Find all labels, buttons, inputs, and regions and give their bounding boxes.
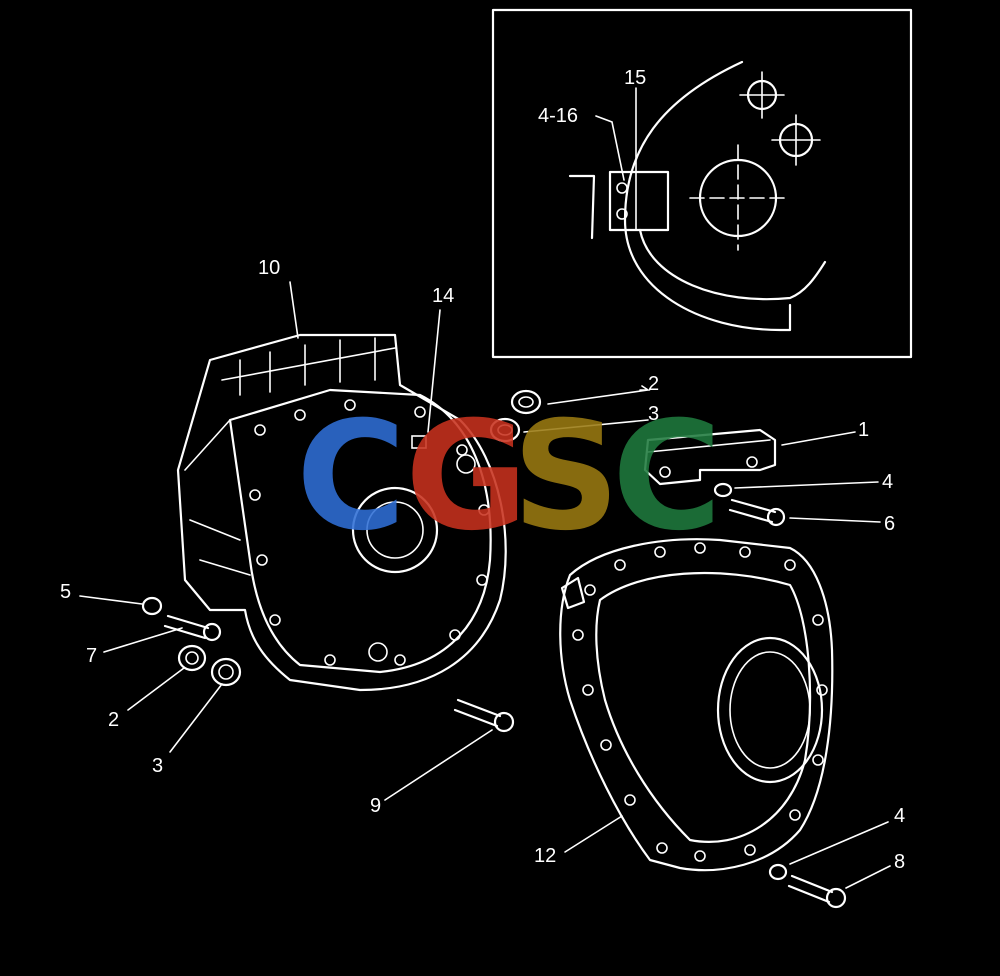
- bolt-9: [453, 698, 502, 728]
- stud-7: [163, 614, 210, 640]
- housing-outline: [176, 333, 507, 692]
- flywheel-housing-10: 10 14: [176, 257, 507, 692]
- callout-4-upper: 4: [882, 471, 893, 493]
- bracket-1: [643, 428, 777, 486]
- callout-2-lower: 2: [108, 709, 119, 731]
- inset-hole-top: [739, 71, 785, 119]
- watermark-letter-2: G: [405, 390, 528, 564]
- callout-12: 12: [534, 845, 556, 867]
- leader-3-lower: [169, 683, 223, 753]
- callout-2-upper: 2: [648, 373, 659, 395]
- leader-9: [384, 729, 493, 801]
- leader-1: [781, 431, 856, 446]
- plug-14: [411, 435, 427, 449]
- housing-bore: [351, 486, 439, 574]
- washer-3-upper: [489, 417, 521, 443]
- washer-3-lower: [210, 657, 242, 687]
- leader-4-upper: [734, 481, 879, 489]
- callout-6: 6: [884, 513, 895, 535]
- callout-8: 8: [894, 851, 905, 873]
- cover-outline: [559, 538, 834, 872]
- housing-flange: [228, 388, 492, 674]
- watermark-letter-1: C: [296, 390, 406, 564]
- callout-3-lower: 3: [152, 755, 163, 777]
- inset-bracket: [568, 170, 670, 240]
- leader-5: [79, 595, 143, 605]
- leader-4-16: [595, 115, 625, 181]
- cover-bore: [716, 636, 824, 784]
- callout-14: 14: [432, 285, 454, 307]
- callout-5: 5: [60, 581, 71, 603]
- bolt-6: [728, 498, 777, 524]
- watermark-letter-3: S: [512, 390, 620, 564]
- leader-6: [789, 517, 881, 523]
- callout-9: 9: [370, 795, 381, 817]
- watermark-letter-4: C: [612, 390, 722, 564]
- leader-14: [427, 309, 441, 433]
- inset-detail: 4-16 15: [491, 8, 913, 359]
- callout-7: 7: [86, 645, 97, 667]
- leader-4-lower: [789, 821, 889, 865]
- nut-5: [141, 596, 163, 616]
- leader-8: [845, 865, 891, 889]
- callout-4-lower: 4: [894, 805, 905, 827]
- callout-10: 10: [258, 257, 280, 279]
- callout-3-upper: 3: [648, 403, 659, 425]
- fittings-upper: 2 3: [489, 373, 659, 443]
- leader-12: [564, 815, 623, 853]
- fitting-2-lower: [177, 644, 207, 672]
- bolt-9-group: 9: [370, 698, 515, 817]
- cover-inner-rim: [595, 571, 812, 843]
- cover-12: 12: [534, 538, 834, 872]
- watermark-logo: C G S C: [296, 390, 722, 564]
- leader-2-lower: [127, 667, 185, 711]
- inset-hole-right: [771, 114, 821, 166]
- callout-4-16: 4-16: [538, 105, 578, 127]
- washer-4-lower: [768, 863, 788, 881]
- fasteners-lower-right: 4 8: [768, 805, 905, 909]
- washer-4-upper: [713, 482, 733, 498]
- callout-1: 1: [858, 419, 869, 441]
- inset-hole-large: [689, 144, 787, 251]
- cover-lug: [560, 576, 586, 610]
- housing-bolt-holes: [249, 399, 490, 666]
- inset-cover-arc-inner: [638, 228, 827, 301]
- fitting-2-upper: [510, 389, 542, 415]
- leader-3-upper: [523, 419, 649, 433]
- inset-cover-arc: [623, 60, 792, 332]
- fasteners-left: 5 7 2 3: [60, 581, 242, 777]
- callout-15: 15: [624, 67, 646, 89]
- leader-7: [103, 627, 183, 653]
- leader-10: [289, 281, 299, 339]
- inset-frame: [491, 8, 913, 359]
- cover-bolt-holes: [572, 542, 828, 862]
- bracket-1-group: 1 4 6: [643, 419, 895, 535]
- leader-2-upper: [547, 385, 651, 405]
- bolt-8: [787, 874, 834, 904]
